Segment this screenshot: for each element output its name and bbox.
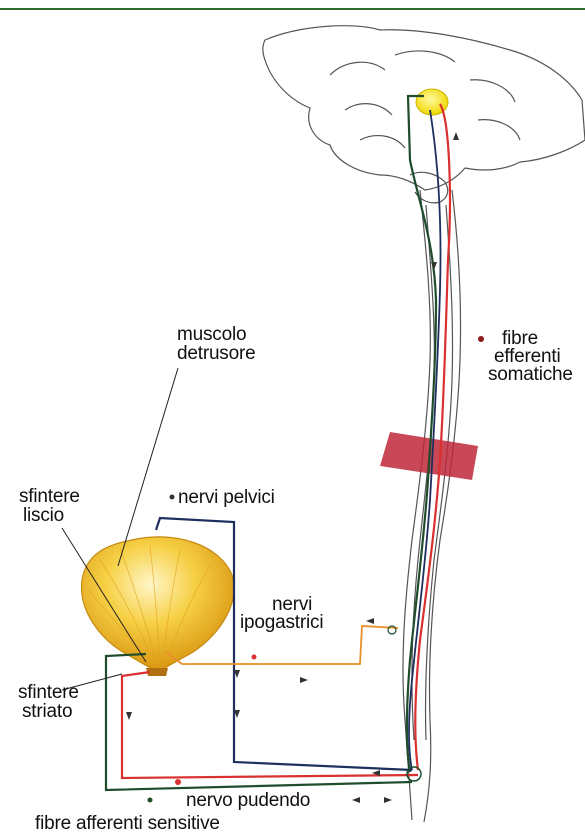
label-fibre-afferenti-sensitive: fibre afferenti sensitive <box>35 814 220 833</box>
label-sfintere-striato: sfintere striato <box>18 683 79 721</box>
label-line: ipogastrici <box>240 614 323 632</box>
label-sfintere-liscio: sfintere liscio <box>19 487 80 525</box>
label-nervi-ipogastrici: nervi ipogastrici <box>240 596 323 632</box>
afferent-sensory-fibre-cord <box>407 96 436 772</box>
bladder <box>82 537 235 676</box>
label-nervo-pudendo: nervo pudendo <box>186 791 310 810</box>
label-line: somatiche <box>488 366 573 384</box>
pudendal-nerve <box>122 672 418 778</box>
label-fibre-efferenti-somatiche: fibre efferenti somatiche <box>488 330 573 384</box>
spinal-cord-outline <box>403 190 461 822</box>
label-line: liscio <box>19 506 80 525</box>
brain-outline <box>263 26 585 203</box>
label-line: muscolo <box>177 325 255 344</box>
label-line: sfintere <box>18 683 79 702</box>
label-line: sfintere <box>19 487 80 506</box>
label-nervi-pelvici: nervi pelvici <box>178 488 275 507</box>
label-line: detrusore <box>177 344 255 363</box>
label-muscolo-detrusore: muscolo detrusore <box>177 325 255 363</box>
label-line: striato <box>18 702 79 721</box>
